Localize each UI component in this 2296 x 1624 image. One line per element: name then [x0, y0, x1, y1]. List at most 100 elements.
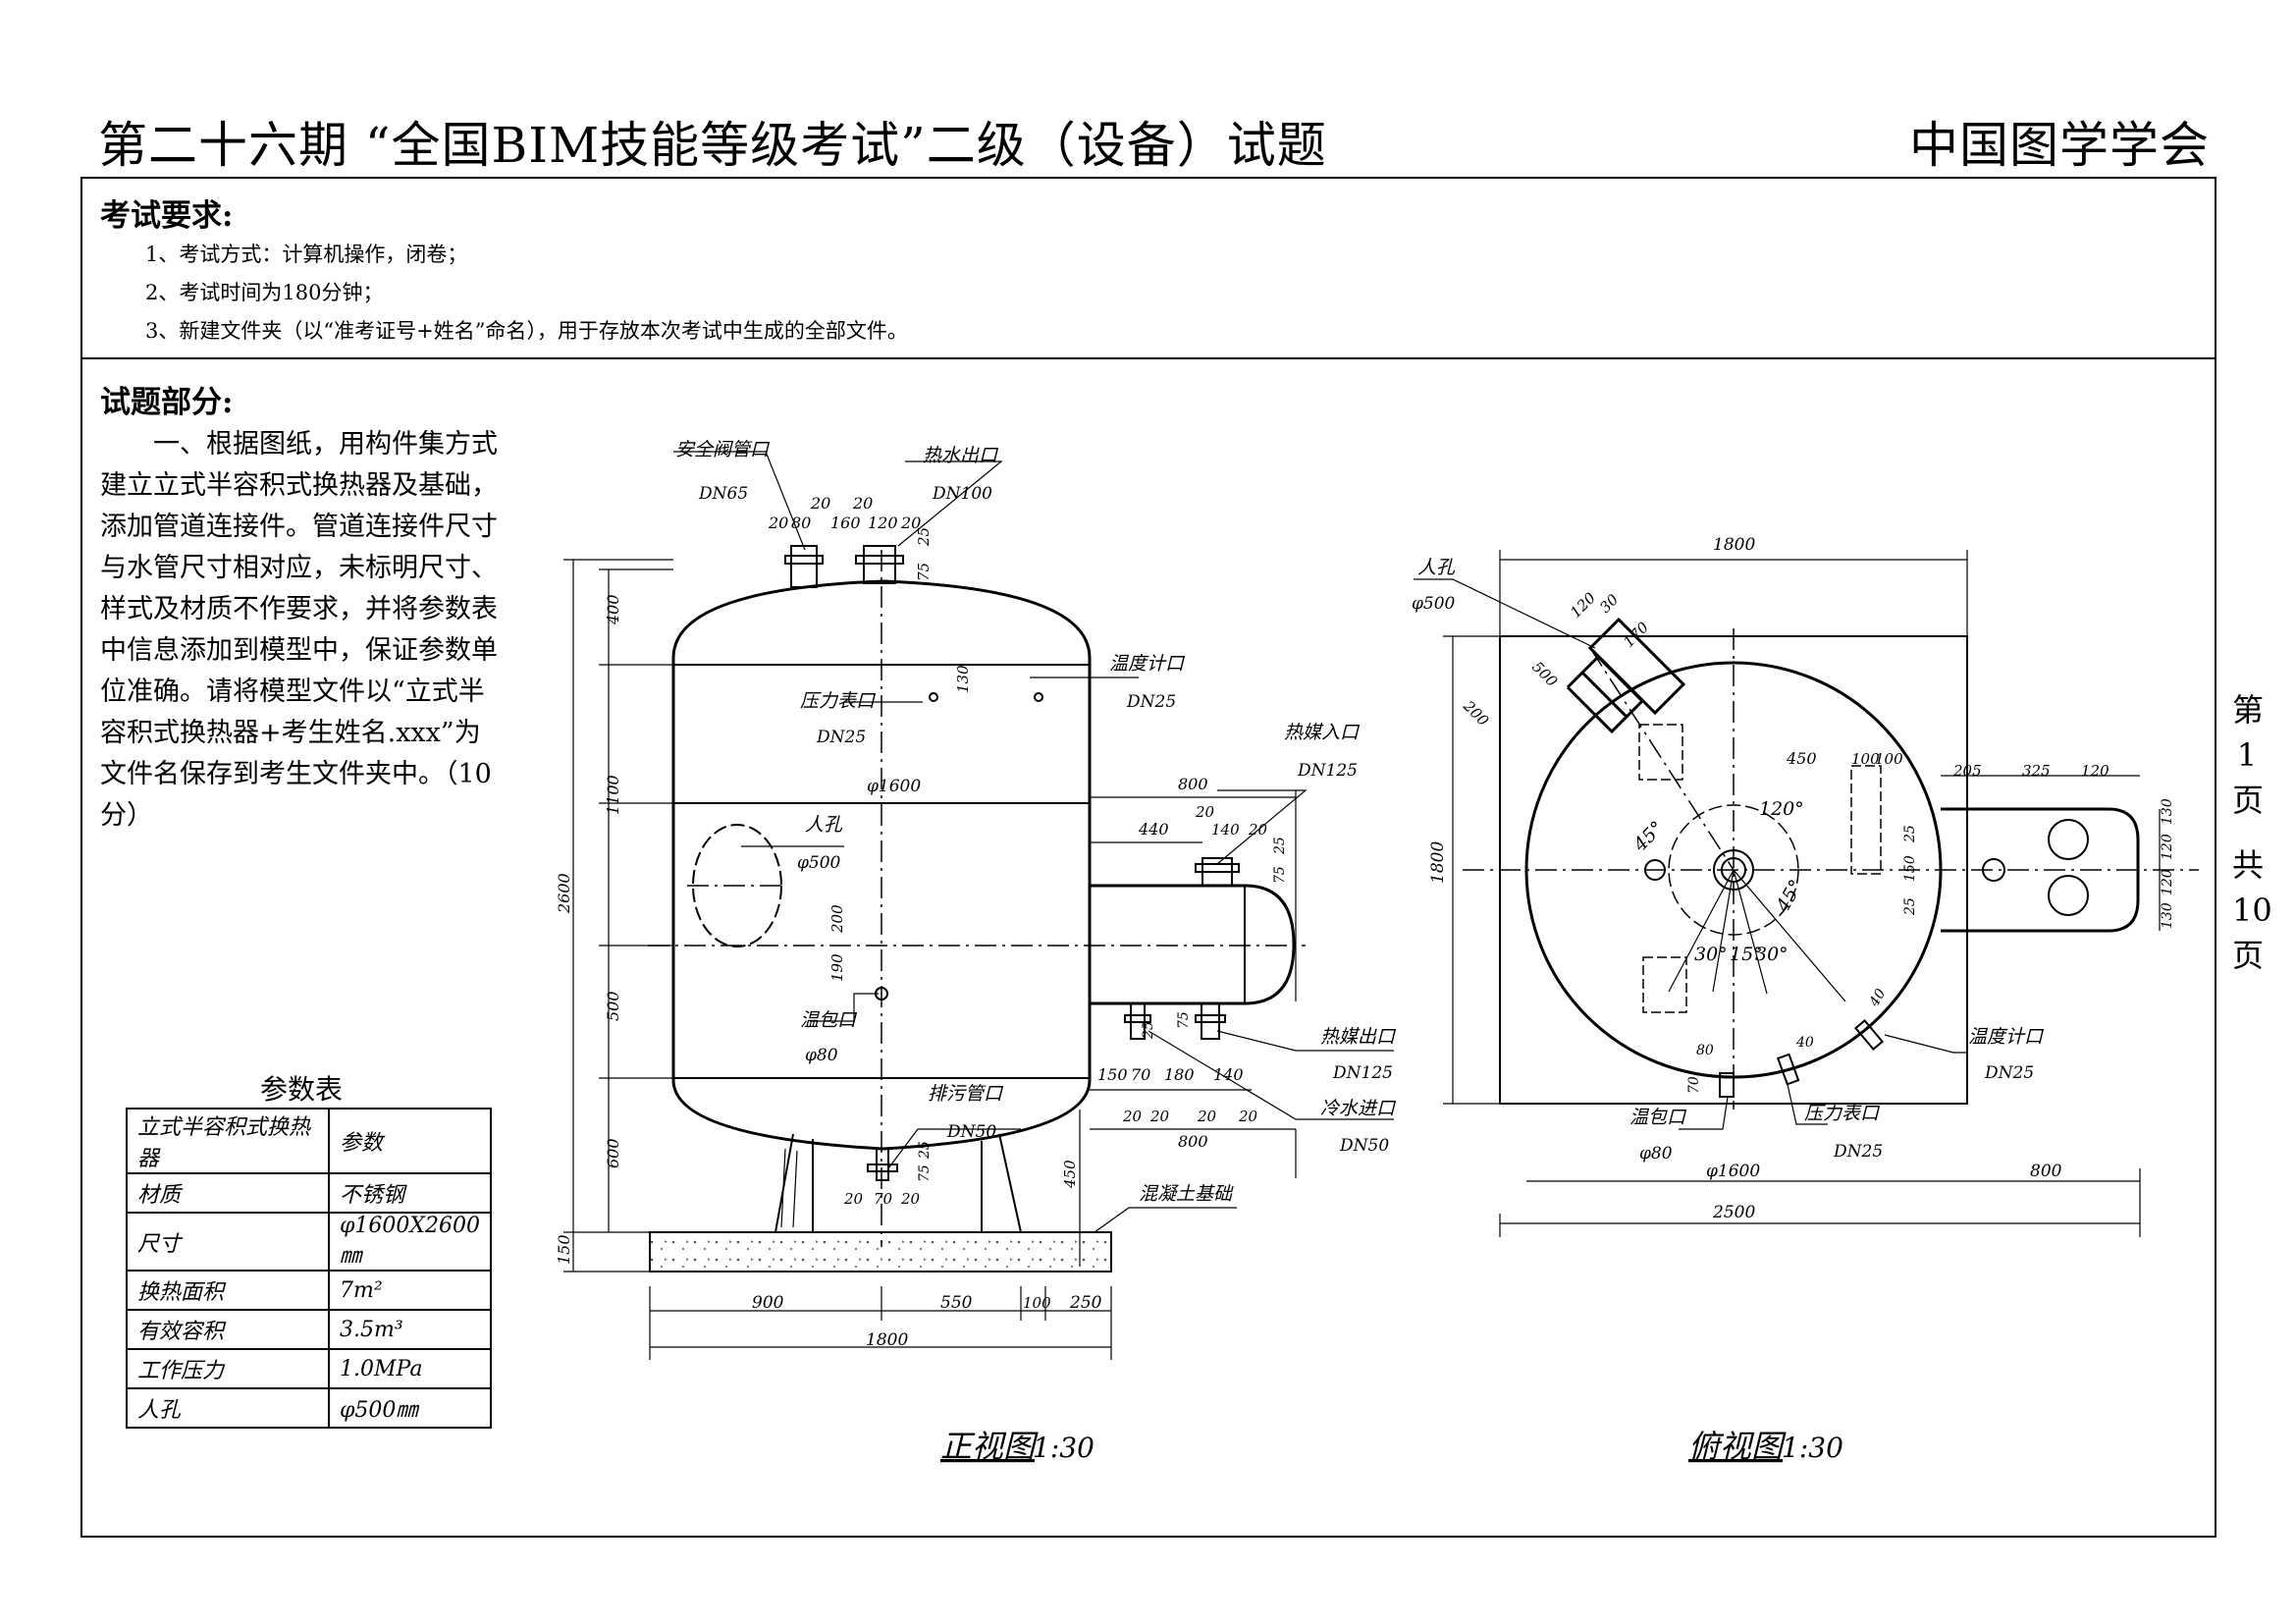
dim: 25	[915, 527, 933, 547]
dim: 25	[1141, 1021, 1156, 1040]
page-char: 页	[2232, 782, 2265, 819]
requirements-list: 1、考试方式：计算机操作，闭卷； 2、考试时间为180分钟； 3、新建文件夹（以…	[145, 236, 908, 351]
dim: 440	[1138, 820, 1169, 839]
dim: 250	[1069, 1293, 1102, 1313]
label-bulb-top: 温包口	[1629, 1107, 1687, 1128]
drawing-frame	[80, 177, 2216, 1538]
label-heat-in: 热媒入口	[1284, 722, 1361, 743]
label-manhole-dia-top: φ500	[1412, 594, 1456, 614]
dim: 20	[768, 514, 788, 532]
table-cell: 7m²	[327, 1270, 493, 1311]
safety-valve-pipe	[790, 545, 818, 588]
label-pressure-gauge-top: 压力表口	[1804, 1103, 1881, 1124]
dim: 150	[1097, 1065, 1128, 1084]
label-heat-in-dn: DN125	[1297, 761, 1358, 781]
table-cell: 参数	[327, 1108, 493, 1174]
label-manhole: 人孔	[805, 814, 843, 836]
param-table-title: 参数表	[260, 1073, 344, 1106]
table-row: 立式半容积式换热器参数	[126, 1108, 493, 1174]
table-cell: φ1600X2600㎜	[327, 1212, 493, 1272]
dim: 25	[1902, 825, 1918, 843]
dim: 450	[1061, 1160, 1079, 1189]
dim: 1100	[604, 775, 622, 815]
dim: 120	[2081, 762, 2109, 780]
label-bulb: 温包口	[800, 1009, 858, 1031]
dim: 1800	[866, 1330, 908, 1350]
requirements-heading: 考试要求:	[100, 198, 234, 234]
dim: 100	[1875, 750, 1903, 768]
dim: 80	[791, 514, 811, 532]
dim: 140	[1211, 821, 1240, 839]
dim: 200	[828, 904, 846, 934]
dim: 75	[917, 1164, 933, 1182]
dim: 30	[1596, 590, 1623, 617]
top-view-caption: 俯视图	[1688, 1428, 1787, 1465]
concrete-foundation	[649, 1231, 1112, 1272]
dim: 800	[1178, 1132, 1208, 1151]
dim: 2600	[555, 873, 573, 914]
dim: 170	[1620, 619, 1652, 651]
label-foundation: 混凝土基础	[1139, 1183, 1234, 1205]
label-bulb-dn: φ80	[805, 1046, 838, 1065]
page-char: 第	[2232, 691, 2265, 729]
label-temp-gauge-dn: DN25	[1126, 692, 1176, 712]
table-cell: 人孔	[126, 1387, 330, 1429]
table-cell: 3.5m³	[327, 1309, 493, 1350]
angle: 30°	[1694, 944, 1728, 965]
dim: 20	[1238, 1108, 1258, 1125]
dim: 80	[1696, 1043, 1714, 1058]
dim: 900	[752, 1293, 784, 1313]
dim: 20	[900, 514, 921, 532]
label-drain-dn: DN50	[946, 1122, 996, 1142]
dim: 1800	[1428, 841, 1448, 884]
heater-chamber-top	[1941, 807, 2140, 933]
label-cold-in: 冷水进口	[1320, 1098, 1397, 1119]
dim: 20	[1248, 821, 1268, 839]
dim: 190	[828, 953, 846, 982]
front-view-caption: 正视图	[940, 1428, 1039, 1465]
label-hot-water-out: 热水出口	[923, 445, 999, 466]
table-cell: 工作压力	[126, 1348, 330, 1389]
table-cell: 有效容积	[126, 1309, 330, 1350]
dim: 25	[917, 1141, 933, 1160]
label-heat-out: 热媒出口	[1320, 1026, 1397, 1048]
label-temp-gauge-dn-top: DN25	[1984, 1063, 2034, 1083]
table-cell: 换热面积	[126, 1270, 330, 1311]
dim: 40	[1866, 986, 1889, 1009]
dim: 120	[2160, 834, 2175, 860]
dim: 205	[1952, 762, 1982, 780]
dim: 20	[1122, 1108, 1143, 1125]
dim: 20	[900, 1190, 921, 1208]
label-safety-valve-dn: DN65	[698, 484, 748, 504]
table-cell: 1.0MPa	[327, 1348, 493, 1389]
dim: 70	[1131, 1065, 1150, 1084]
dim: 70	[1686, 1076, 1702, 1094]
page-char: 1	[2236, 736, 2258, 774]
dim: 130	[2160, 902, 2175, 929]
manhole-nozzle	[1566, 655, 1645, 734]
label-bulb-dn-top: φ80	[1639, 1144, 1673, 1164]
dim: 75	[915, 563, 933, 581]
requirement-item: 3、新建文件夹（以“准考证号+姓名”命名），用于存放本次考试中生成的全部文件。	[145, 319, 908, 343]
dim: 600	[604, 1138, 622, 1168]
dim: 20	[1195, 803, 1215, 821]
dim: 550	[940, 1293, 973, 1313]
support-legs	[774, 1133, 1022, 1233]
heat-medium-chamber	[1090, 884, 1296, 1005]
dim: 20	[852, 494, 873, 513]
label-diameter: φ1600	[867, 777, 921, 796]
requirement-item: 1、考试方式：计算机操作，闭卷；	[145, 243, 468, 266]
dim: 800	[2030, 1162, 2062, 1181]
table-row: 材质不锈钢	[126, 1172, 493, 1214]
dim: 100	[1023, 1294, 1051, 1312]
dim: 20	[843, 1190, 864, 1208]
angle: 120°	[1759, 798, 1804, 820]
dim: 20	[810, 494, 830, 513]
dim: 500	[604, 991, 622, 1021]
dim: 180	[1164, 1065, 1195, 1084]
page-char: 页	[2232, 937, 2265, 974]
